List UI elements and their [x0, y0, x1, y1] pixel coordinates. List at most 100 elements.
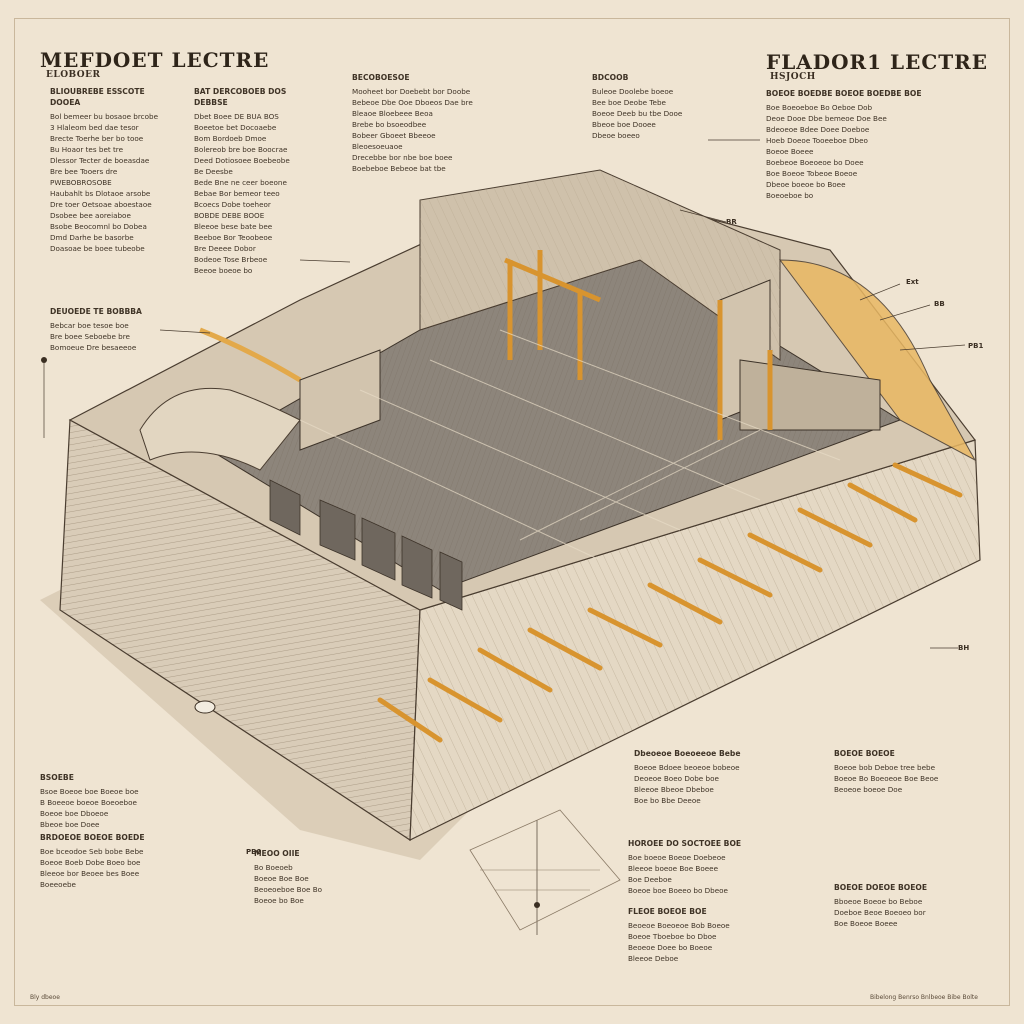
block-line: Boeoe Bo Boeoeoe Boe Beoe: [834, 774, 939, 783]
block-line: Bleeoe bor Beoee bes Boee: [40, 869, 140, 878]
right-hillside: [778, 259, 977, 462]
block-heading: BOEOE BOEDBE BOEOE BOEDBE BOE: [766, 89, 922, 98]
block-line: Bbeoe boe Doee: [40, 820, 100, 829]
ground-plan-sketch: [469, 809, 621, 931]
block-heading: BECOBOESOE: [352, 73, 410, 82]
block-line: Deoe Dooe Dbe bemeoe Doe Bee: [766, 114, 887, 123]
block-line: Bcoecs Dobe toeheor: [194, 200, 271, 209]
block-line: Boeoe Boeee: [766, 147, 814, 156]
block-line: BOBDE DEBE BOOE: [194, 211, 265, 220]
block-line: Haubahlt bs Dlotaoe arsobe: [50, 189, 151, 198]
callout-tag-6: PB0: [246, 848, 262, 856]
block-line: Bdeoeoe Bdee Doee Doeboe: [766, 125, 870, 134]
block-line: Bre Deeee Dobor: [194, 244, 256, 253]
block-line: Bboeoe Boeoe bo Beboe: [834, 897, 923, 906]
block-line: Boeoe Boeb Dobe Boeo boe: [40, 858, 141, 867]
block-line: Boeoe boe Dboeoe: [40, 809, 109, 818]
block-line: Boe boeoe Boeoe Doebeoe: [628, 853, 726, 862]
block-heading: Dbeoeoe Boeoeeoe Bebe: [634, 749, 741, 758]
block-line: Brecte Toerhe ber bo tooe: [50, 134, 144, 143]
block-line: Boeetoe bet Docoaebe: [194, 123, 277, 132]
timber-frame: [504, 250, 773, 440]
block-line: Beoeoe boeoe Doe: [834, 785, 903, 794]
block-line: Doasoae be boee tubeobe: [50, 244, 145, 253]
block-line: Bleeoe boeoe Boe Boeee: [628, 864, 718, 873]
block-line: Boe Boeoeboe Bo Oeboe Dob: [766, 103, 873, 112]
block-line: Beeboe Bor Teoobeoe: [194, 233, 273, 242]
left-canopy: [139, 387, 301, 471]
annotation-block-right-top: BOEOE BOEDBE BOEOE BOEDBE BOE Boe Boeoebo…: [766, 86, 976, 201]
block-line: Bede Bne ne ceer boeone: [194, 178, 287, 187]
block-line: Bebcar boe tesoe boe: [50, 321, 129, 330]
callout-tag-4: PB1: [968, 342, 984, 350]
title-right: FLADOR1 LECTRE: [766, 50, 989, 74]
block-line: Boebeboe Bebeoe bat tbe: [352, 164, 446, 173]
block-heading: BOEOE BOEOE: [834, 749, 895, 758]
block-line: Dbeoe boeoe bo Boee: [766, 180, 846, 189]
block-line: Beeoe boeoe bo: [194, 266, 253, 275]
block-line: Bleoesoeuaoe: [352, 142, 403, 151]
block-line: Bom Bordoeb Dmoe: [194, 134, 267, 143]
floor-grid: [299, 329, 841, 561]
window-band: [269, 479, 463, 611]
block-line: Bleeoe bese bate bee: [194, 222, 273, 231]
block-line: Boeoeboe bo: [766, 191, 814, 200]
ground-object: [194, 700, 216, 714]
block-heading: BSOEBE: [40, 773, 74, 782]
block-line: Boe Boeoe Tobeoe Boeoe: [766, 169, 858, 178]
block-line: Dbet Boee DE BUA BOS: [194, 112, 279, 121]
annotation-block-bottom-center-second: HOROEE DO SOCTOEE BOE Boe boeoe Boeoe Doe…: [628, 836, 804, 896]
callout-tag-3: BB: [934, 300, 945, 308]
block-line: Boeoe Boe Boe: [254, 874, 309, 883]
facade-beams: [377, 462, 963, 743]
poster-frame: [14, 18, 1010, 1006]
block-line: PWEBOBROSOBE: [50, 178, 112, 187]
annotation-block-left-second: BAT DERCOBOEB DOS DEBBSE Dbet Boee DE BUA…: [194, 84, 314, 276]
block-line: Bsobe Beocomnl bo Dobea: [50, 222, 147, 231]
block-line: Boeoe Tboeboe bo Dboe: [628, 932, 717, 941]
block-line: Boeoe boe Boeeo bo Dbeoe: [628, 886, 728, 895]
footer-left: Bly dbeoe: [30, 994, 60, 1001]
block-line: Bleeoe Bbeoe Dbeboe: [634, 785, 714, 794]
block-line: Bre bee Tooers dre: [50, 167, 118, 176]
block-line: Bol bemeer bu bosaoe brcobe: [50, 112, 158, 121]
leader-lines: [43, 139, 966, 935]
block-line: Dbeoe boeeo: [592, 131, 640, 140]
interior-partitions: [299, 279, 881, 451]
block-heading: FLEOE BOEOE BOE: [628, 907, 707, 916]
block-line: Boe bceodoe Seb bobe Bebe: [40, 847, 144, 856]
title-left: MEFDOET LECTRE: [40, 48, 270, 72]
block-heading: BAT DERCOBOEB DOS DEBBSE: [194, 87, 287, 107]
block-line: Dmd Darhe be basorbe: [50, 233, 134, 242]
block-line: Bleeoe Deboe: [628, 954, 679, 963]
callout-tag-1: BR: [726, 218, 737, 226]
block-line: Bsoe Boeoe boe Boeoe boe: [40, 787, 139, 796]
annotation-block-bottom-left: BSOEBE Bsoe Boeoe boe Boeoe boe B Boeeoe b…: [40, 770, 180, 830]
subtitle-right: HSJOCH: [770, 72, 816, 82]
block-line: Buleoe Doolebe boeoe: [592, 87, 674, 96]
block-line: Brebe bo bsoeodbee: [352, 120, 427, 129]
block-line: Dre toer Oetsoae aboestaoe: [50, 200, 152, 209]
block-line: Be Deesbe: [194, 167, 233, 176]
block-line: Dsobee bee aoreiaboe: [50, 211, 131, 220]
block-line: Mooheet bor Doebebt bor Doobe: [352, 87, 471, 96]
block-line: Boeoe bob Deboe tree bebe: [834, 763, 935, 772]
block-line: Boeeoebe: [40, 880, 76, 889]
block-heading: MEOO OIIE: [254, 849, 300, 858]
block-line: Beoeoe Doee bo Boeoe: [628, 943, 713, 952]
block-line: B Boeeoe boeoe Boeoeboe: [40, 798, 137, 807]
block-line: Boe Deeboe: [628, 875, 672, 884]
block-line: Boeoe Deeb bu tbe Dooe: [592, 109, 683, 118]
block-heading: HOROEE DO SOCTOEE BOE: [628, 839, 742, 848]
block-line: Bbeoe boe Dooee: [592, 120, 656, 129]
block-line: Bomoeue Dre besaeeoe: [50, 343, 137, 352]
